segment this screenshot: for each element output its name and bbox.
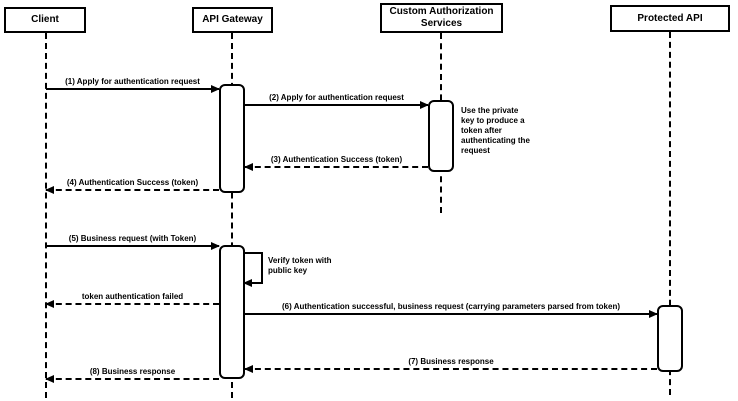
- arrowhead-right-icon: [420, 101, 429, 109]
- lifeline-client: [45, 33, 47, 398]
- arrowhead-left-icon: [243, 279, 252, 287]
- participant-api-gateway: API Gateway: [192, 7, 273, 33]
- message-3-arrow: [244, 163, 428, 171]
- participant-client: Client: [4, 7, 86, 33]
- arrowhead-left-icon: [244, 365, 253, 373]
- message-1-label: (1) Apply for authentication request: [65, 77, 200, 86]
- lifeline-protected-api: [669, 32, 671, 395]
- message-2-label: (2) Apply for authentication request: [269, 93, 404, 102]
- participant-client-label: Client: [31, 14, 59, 25]
- self-message-verify-token-loop: [243, 252, 263, 287]
- arrowhead-right-icon: [211, 242, 220, 250]
- note-use-private-key: Use the private key to produce a token a…: [461, 106, 530, 155]
- participant-custom-authorization-services-label: Custom Authorization Services: [389, 6, 494, 29]
- activation-protected-api: [657, 305, 683, 372]
- activation-api-gateway-business: [219, 245, 245, 379]
- participant-api-gateway-label: API Gateway: [202, 14, 263, 25]
- participant-protected-api-label: Protected API: [637, 12, 703, 24]
- participant-protected-api: Protected API: [610, 5, 730, 32]
- arrowhead-right-icon: [649, 310, 658, 318]
- message-3-label: (3) Authentication Success (token): [270, 155, 403, 164]
- message-5-label: (5) Business request (with Token): [68, 234, 197, 243]
- arrowhead-left-icon: [45, 300, 54, 308]
- arrowhead-left-icon: [45, 375, 54, 383]
- arrowhead-right-icon: [211, 85, 220, 93]
- message-4-label: (4) Authentication Success (token): [66, 178, 199, 187]
- message-6-arrow: [245, 310, 658, 318]
- message-4-arrow: [45, 186, 219, 194]
- message-6-label: (6) Authentication successful, business …: [281, 302, 621, 311]
- message-1-arrow: [46, 85, 220, 93]
- message-7-arrow: [244, 365, 657, 373]
- message-5-arrow: [46, 242, 220, 250]
- activation-custom-authorization-services: [428, 100, 454, 172]
- lifeline-api-gateway: [231, 33, 233, 398]
- message-token-failed-label: token authentication failed: [81, 292, 184, 301]
- arrowhead-left-icon: [45, 186, 54, 194]
- message-7-label: (7) Business response: [408, 357, 494, 366]
- message-8-label: (8) Business response: [89, 367, 176, 376]
- activation-api-gateway-auth: [219, 84, 245, 193]
- participant-custom-authorization-services: Custom Authorization Services: [380, 3, 503, 33]
- arrowhead-left-icon: [244, 163, 253, 171]
- message-8-arrow: [45, 375, 219, 383]
- message-2-arrow: [245, 101, 429, 109]
- message-token-failed-arrow: [45, 300, 219, 308]
- self-message-verify-token-label: Verify token with public key: [268, 256, 332, 275]
